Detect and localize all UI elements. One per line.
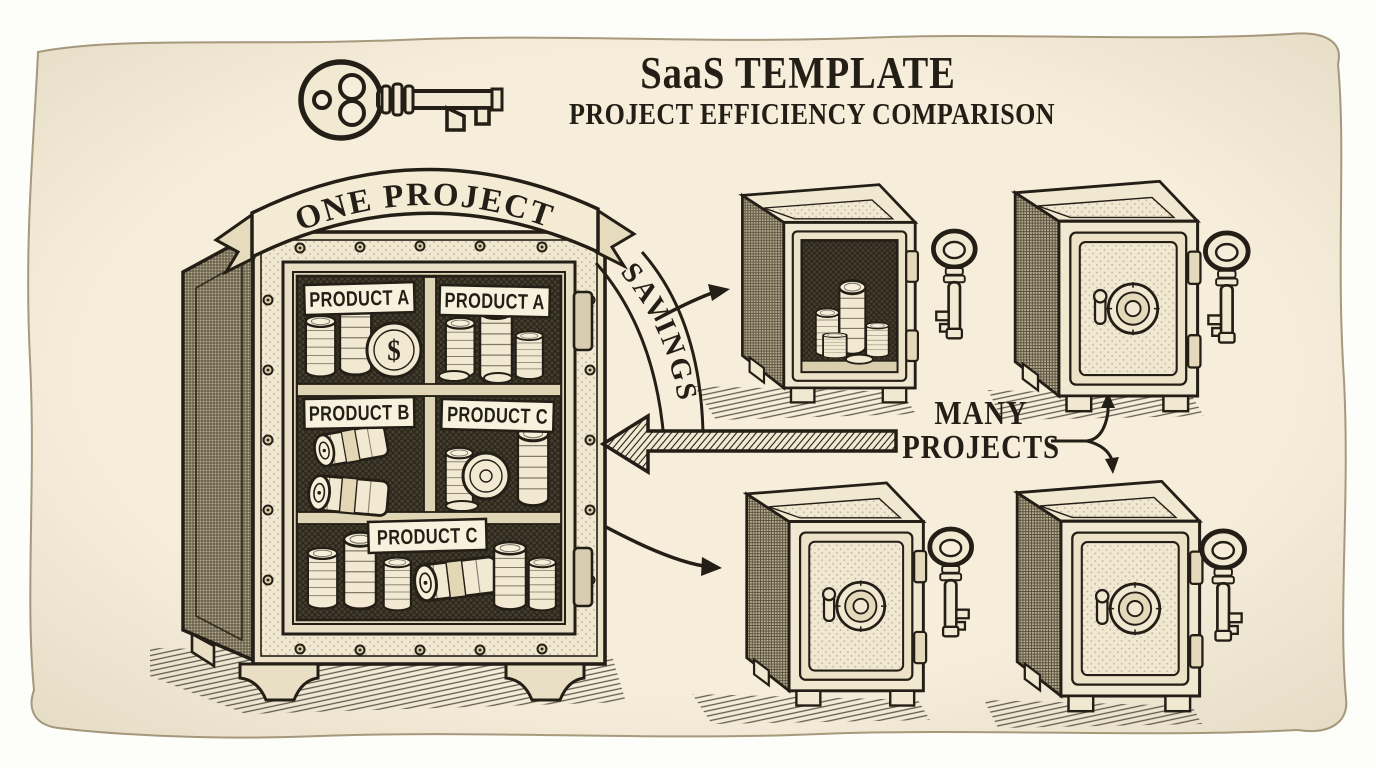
ground-shadow <box>984 700 1202 728</box>
compartment-product-c-2: PRODUCT C <box>306 517 557 612</box>
coin-stack-icon <box>527 556 557 612</box>
coin-stack-icon <box>516 424 550 508</box>
coin-stack-icon <box>514 330 544 381</box>
shelf-divider <box>423 395 437 514</box>
many-to-one-arrow <box>599 412 898 476</box>
safe-interior: $ PRODUCT A PRODUCT A <box>295 274 563 622</box>
compartment-label: PRODUCT A <box>444 288 545 314</box>
title-line-2: PROJECT EFFICIENCY COMPARISON <box>569 97 1055 132</box>
bill-roll-icon <box>305 473 391 518</box>
coin-stack-icon <box>492 540 528 611</box>
small-safe-open <box>742 185 918 403</box>
compartment-plaque: PRODUCT A <box>438 283 552 319</box>
arrowhead <box>701 557 722 576</box>
arrowhead <box>708 284 730 301</box>
arrowhead-up <box>1101 392 1115 408</box>
coin-stack-icon <box>304 314 337 378</box>
many-projects-label: MANY PROJECTS <box>902 394 1060 466</box>
shelf-board <box>296 383 562 397</box>
page-title: SaaS TEMPLATE PROJECT EFFICIENCY COMPARI… <box>569 48 1055 132</box>
coin-stack-icon <box>382 556 412 612</box>
coin-face-icon <box>461 451 511 501</box>
compartment-product-c-1: PRODUCT C <box>439 397 556 512</box>
many-projects-line-1: MANY <box>934 394 1027 432</box>
compartment-label: PRODUCT A <box>309 285 410 311</box>
compartment-product-a-1: $ PRODUCT A <box>302 280 423 379</box>
banner-ribbon <box>250 167 600 260</box>
one-to-many-curved-arrow <box>605 525 722 576</box>
safe-foot-right <box>504 662 586 702</box>
coin-stack-icon <box>306 546 339 610</box>
arrowhead-down <box>1105 457 1119 474</box>
compartment-plaque: PRODUCT B <box>302 395 416 431</box>
compartment-label: PRODUCT C <box>447 402 548 428</box>
compartment-product-a-2: PRODUCT A <box>438 283 552 384</box>
compartment-label: PRODUCT C <box>377 523 478 549</box>
large-safe: $ PRODUCT A PRODUCT A <box>181 230 607 702</box>
safe-hinge-bottom <box>572 546 594 608</box>
ground-shadow <box>692 694 930 724</box>
safe-side-panel <box>181 231 255 669</box>
small-safe-closed-bottom-right <box>1015 479 1204 713</box>
lying-coin-icon <box>438 370 470 382</box>
lying-coin-icon <box>483 372 513 384</box>
coin-stack-icon <box>444 316 476 379</box>
branch-arrows <box>1051 392 1119 474</box>
dollar-coin-icon: $ <box>365 321 423 379</box>
safe-hinge-top <box>572 290 594 352</box>
small-safe-closed-bottom-left <box>745 481 928 707</box>
lying-coin-icon <box>445 500 479 512</box>
title-line-1: SaaS TEMPLATE <box>640 48 955 99</box>
small-safe-closed-top-right <box>1013 179 1202 413</box>
coin-symbol: $ <box>387 335 400 368</box>
shelf-divider <box>423 276 437 386</box>
safe-back-foot <box>190 631 216 669</box>
compartment-plaque: PRODUCT A <box>302 280 417 317</box>
many-projects-line-2: PROJECTS <box>902 428 1060 466</box>
compartment-product-b: PRODUCT B <box>302 395 416 518</box>
compartment-plaque: PRODUCT C <box>366 517 489 555</box>
compartment-label: PRODUCT B <box>309 400 410 425</box>
safe-foot-left <box>238 662 320 702</box>
master-key-icon <box>298 59 504 141</box>
compartment-plaque: PRODUCT C <box>439 397 556 434</box>
